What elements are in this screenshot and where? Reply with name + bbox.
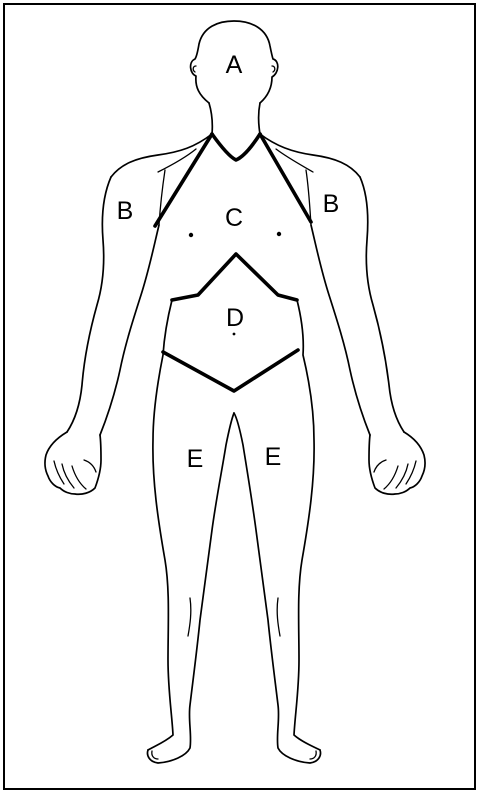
label-chest: C [225, 204, 243, 232]
region-boundaries [155, 134, 311, 391]
label-abdomen: D [226, 304, 244, 332]
label-right-leg: E [265, 443, 282, 471]
left-arm-outline [45, 177, 159, 494]
label-left-arm: B [117, 197, 134, 225]
collar-boundary [212, 134, 260, 160]
label-head: A [226, 51, 243, 79]
right-nipple-dot [277, 232, 281, 236]
legs-outline [147, 300, 320, 763]
label-right-arm: B [323, 190, 340, 218]
navel-dot [233, 333, 236, 336]
label-left-leg: E [187, 445, 204, 473]
frame-border [4, 4, 475, 789]
chest-abdomen-boundary [172, 254, 297, 300]
right-arm-outline [311, 177, 425, 494]
left-nipple-dot [189, 233, 193, 237]
abdomen-leg-boundary [163, 350, 298, 391]
